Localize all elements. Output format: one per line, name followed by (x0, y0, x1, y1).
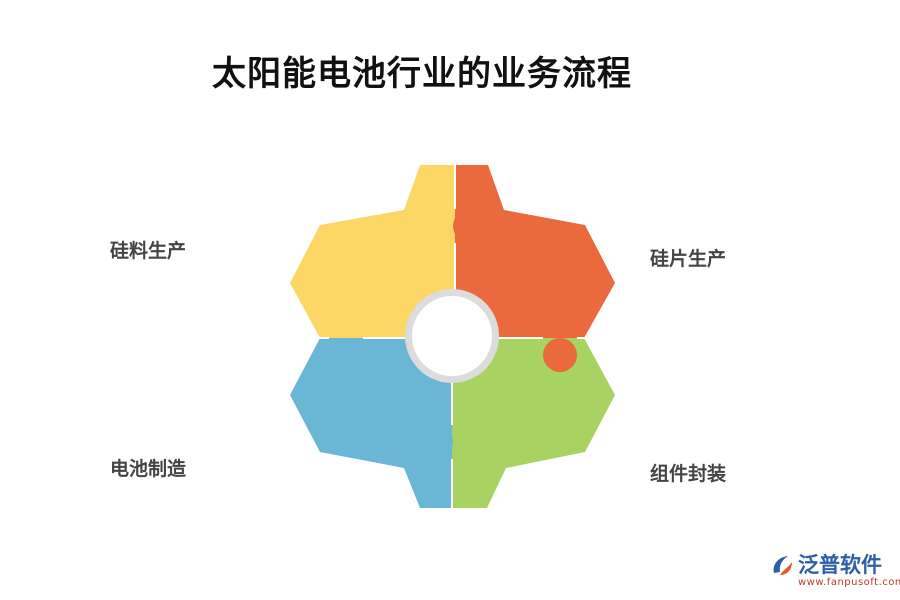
watermark-url: www.fanpusoft.com (798, 577, 900, 588)
watermark: 泛普软件 www.fanpusoft.com (770, 553, 900, 589)
knob-top (453, 209, 487, 243)
knob-left (329, 338, 363, 372)
center-hole (412, 296, 492, 376)
diagram-title: 太阳能电池行业的业务流程 (212, 54, 632, 94)
step-label-cell: 电池制造 (110, 458, 187, 480)
knob-bottom (419, 425, 453, 459)
step-label-silicon-material: 硅料生产 (110, 240, 187, 262)
step-label-module: 组件封装 (650, 463, 727, 485)
fanpu-logo-icon (773, 556, 792, 575)
step-label-wafer: 硅片生产 (650, 248, 727, 270)
knob-right (543, 338, 577, 372)
watermark-name: 泛普软件 (798, 553, 882, 577)
